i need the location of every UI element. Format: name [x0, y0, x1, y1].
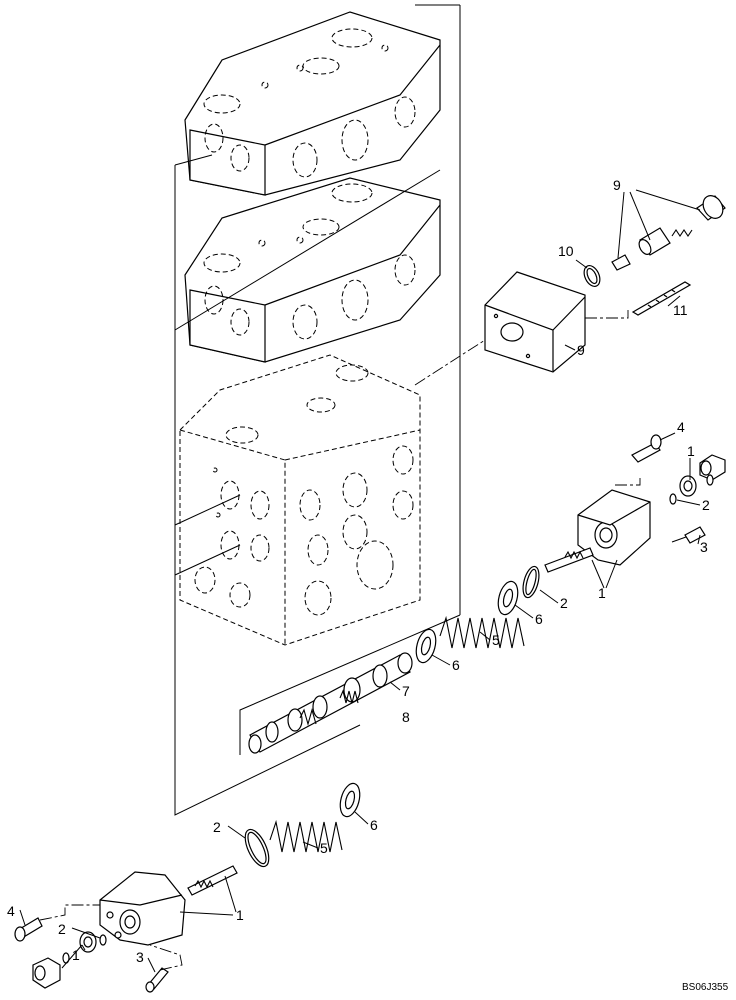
o-ring-upper-large	[522, 565, 540, 599]
callout-6-upper-right: 6	[535, 611, 543, 627]
fitting-lower	[14, 917, 43, 942]
callout-1-lower-left: 1	[72, 947, 80, 963]
relief-valve-assembly	[611, 195, 726, 271]
spring-lower	[269, 819, 343, 853]
callout-6-upper-left: 6	[452, 657, 460, 673]
frame-line-spool	[239, 614, 461, 755]
o-ring-lower-large	[244, 828, 270, 868]
drawing-code: BS06J355	[682, 982, 729, 993]
plug-lower	[32, 957, 61, 989]
callout-2-lower-ring: 2	[213, 819, 221, 835]
spring-guide-lower	[187, 865, 238, 896]
callout-7: 7	[402, 683, 410, 699]
callout-5-lower: 5	[320, 840, 328, 856]
seat-washer-upper-left	[415, 628, 437, 664]
callout-4-upper: 4	[677, 419, 685, 435]
screw-lower-line	[149, 944, 183, 971]
callout-5-upper: 5	[492, 632, 500, 648]
frame-line-diag-2	[174, 154, 213, 166]
leader-lines	[19, 189, 701, 973]
callout-2-upper-ring: 2	[560, 595, 568, 611]
block-pin-line	[585, 310, 629, 319]
callout-2-upper-right: 2	[702, 497, 710, 513]
nut-lower	[79, 931, 97, 953]
o-ring-upper-b	[706, 474, 714, 486]
frame-line-diag-4	[174, 494, 241, 526]
callout-3-lower: 3	[136, 949, 144, 965]
callout-9-block: 9	[577, 342, 585, 358]
cap-lower	[99, 871, 186, 946]
o-ring-upper-a	[669, 493, 677, 505]
valve-section-top	[184, 11, 441, 196]
nut-upper	[679, 475, 697, 497]
callout-10: 10	[558, 243, 574, 259]
frame-line-left	[174, 165, 361, 816]
cap-upper	[577, 489, 651, 566]
cover-block	[484, 271, 586, 373]
spool	[248, 652, 413, 754]
callout-8: 8	[402, 709, 410, 725]
callout-6-lower: 6	[370, 817, 378, 833]
spring-upper	[439, 615, 525, 649]
spring-guide-upper	[544, 547, 594, 573]
o-ring-lower-a	[99, 934, 107, 946]
callout-11: 11	[673, 302, 688, 318]
fitting-upper	[631, 434, 662, 463]
seat-washer-upper-right	[497, 580, 519, 616]
pin	[631, 281, 692, 316]
callout-2-lower: 2	[58, 921, 66, 937]
callout-1-lower: 1	[236, 907, 244, 923]
callout-1-upper-right: 1	[687, 443, 695, 459]
callout-9-upper: 9	[613, 177, 621, 193]
callout-4-lower: 4	[7, 903, 15, 919]
frame-line-diag-5	[174, 544, 241, 576]
seat-washer-lower	[339, 782, 361, 818]
o-ring-small	[583, 265, 601, 287]
fitting-lower-line	[39, 904, 100, 921]
cap-upper-center-line	[615, 478, 641, 486]
callout-1-upper: 1	[598, 585, 606, 601]
frame-line-diag-3	[174, 169, 441, 331]
valve-section-middle	[184, 177, 441, 363]
cap-screw-upper	[671, 526, 706, 544]
plug-upper	[699, 454, 726, 481]
valve-section-lower-hidden	[179, 354, 421, 646]
cap-screw-lower	[145, 967, 169, 993]
block-center-line	[414, 339, 486, 386]
callout-3-upper: 3	[700, 539, 708, 555]
